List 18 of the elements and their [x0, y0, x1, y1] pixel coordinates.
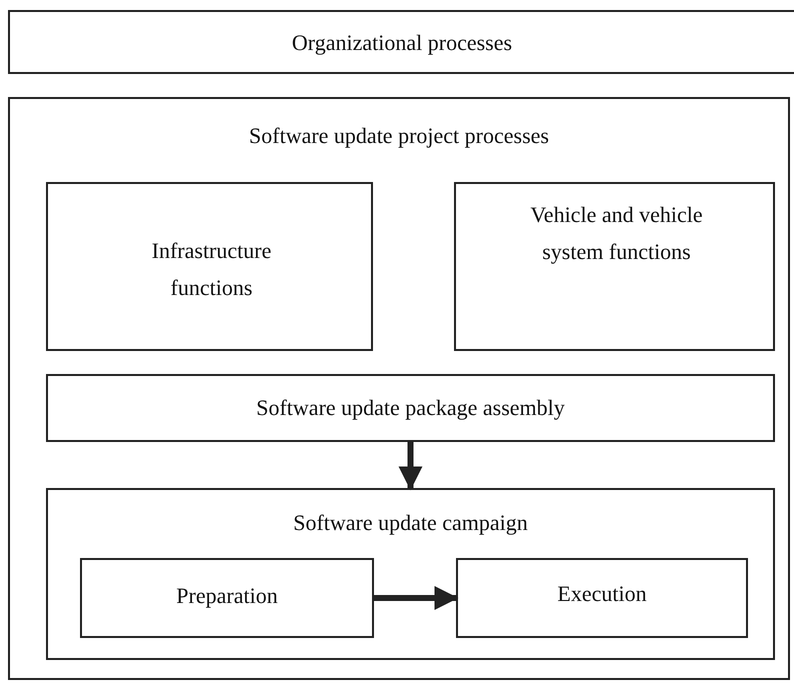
box-label: Software update package assembly: [255, 394, 566, 422]
box-label: Preparation: [175, 582, 279, 610]
process-box: [80, 558, 374, 638]
arrow: [398, 442, 422, 490]
box-label: Infrastructure functions: [150, 237, 272, 302]
arrow: [374, 586, 458, 610]
box-label: Software update campaign: [292, 509, 529, 537]
box-label: Execution: [556, 580, 648, 608]
box-label: Vehicle and vehicle system functions: [529, 201, 704, 266]
process-box: [8, 10, 794, 74]
process-box: [46, 488, 775, 660]
process-box: [454, 182, 775, 351]
process-box: [8, 97, 790, 680]
box-label: Organizational processes: [290, 29, 514, 57]
process-box: [46, 182, 373, 351]
process-box: [46, 374, 775, 442]
process-box: [456, 558, 748, 638]
box-label: Software update project processes: [248, 122, 550, 150]
